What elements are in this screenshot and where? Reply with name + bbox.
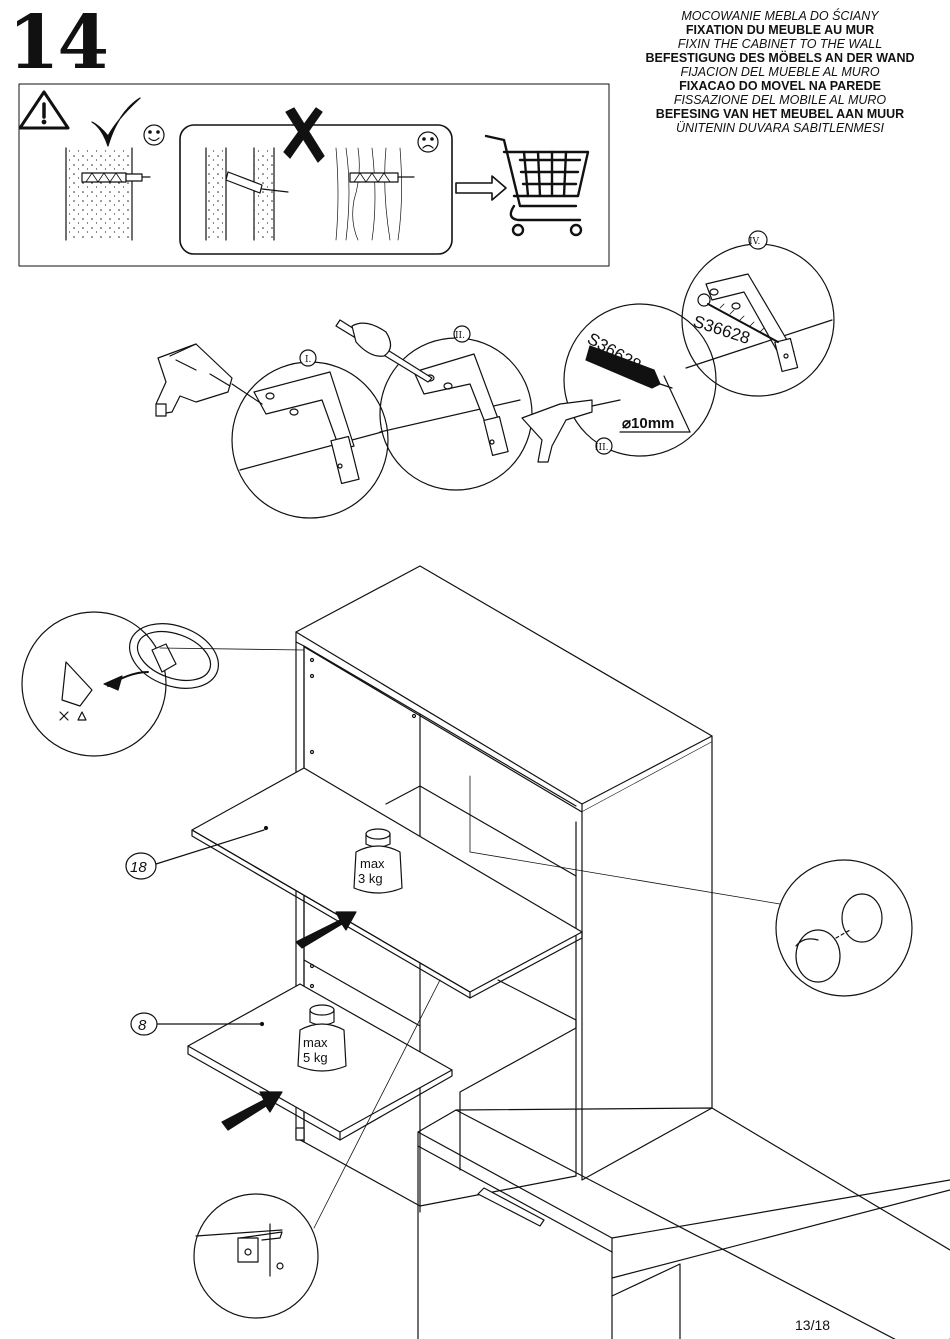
- smiley-icon: [143, 124, 165, 146]
- wall-type-panel: [18, 83, 610, 267]
- fixing-detail-II: II.: [379, 325, 533, 491]
- title-line: FIXIN THE CABINET TO THE WALL: [677, 37, 883, 51]
- solid-wall-ok: [65, 147, 151, 241]
- arrow-to-shop-icon: [455, 175, 507, 201]
- part-18-callout: 18: [125, 829, 265, 880]
- title-line: FIJACION DEL MUEBLE AL MURO: [680, 65, 880, 79]
- weight-5kg-icon: max 5 kg: [297, 1004, 347, 1072]
- part-8-callout: 8: [130, 1012, 263, 1036]
- part-18-number: 18: [130, 859, 147, 876]
- frown-icon: [417, 131, 439, 153]
- step-II-label: II.: [455, 331, 465, 341]
- bracket-detail: [193, 979, 441, 1319]
- wall-plug-icon: [585, 345, 673, 389]
- title-line: FIXATION DU MEUBLE AU MUR: [685, 23, 875, 37]
- title-line: MOCOWANIE MEBLA DO ŚCIANY: [681, 9, 879, 23]
- title-line: FIXACAO DO MOVEL NA PAREDE: [679, 79, 881, 93]
- title-line: BEFESING VAN HET MEUBEL AAN MUUR: [655, 107, 905, 121]
- wood-wall-bad: [335, 147, 415, 241]
- pencil-marking-icon: [335, 319, 433, 383]
- title-block: MOCOWANIE MEBLA DO ŚCIANY FIXATION DU ME…: [640, 9, 920, 135]
- step-IV-label: IV.: [749, 237, 760, 247]
- title-line: BEFESTIGUNG DES MÖBELS AN DER WAND: [645, 51, 915, 65]
- shelf-8-max-label: max: [303, 1035, 328, 1050]
- title-line: ÜNITENIN DUVARA SABITLENMESI: [676, 121, 884, 135]
- drill-icon: [155, 343, 263, 417]
- hollow-wall-bad: [205, 147, 289, 241]
- step-number: 14: [8, 0, 109, 86]
- checkmark-icon: [91, 97, 141, 147]
- drill-diameter-label: ⌀10mm: [622, 415, 674, 432]
- shelf-8-max-value: 5 kg: [303, 1050, 328, 1065]
- screw-icon: [697, 293, 779, 343]
- fixing-detail-I: I.: [231, 349, 389, 519]
- knob-detail: [469, 775, 913, 997]
- cabinet: [295, 565, 713, 1213]
- step-III-label: III.: [595, 443, 609, 453]
- weight-3kg-icon: max 3 kg: [353, 828, 403, 894]
- warning-triangle-icon: [18, 90, 70, 130]
- cross-icon: [283, 107, 325, 163]
- insert-arrow-icon: [221, 1091, 283, 1131]
- fixing-detail-IV: S36628 IV.: [681, 230, 835, 397]
- part-8-number: 8: [138, 1017, 147, 1034]
- title-line: FISSAZIONE DEL MOBILE AL MURO: [673, 93, 887, 107]
- page-number: 13/18: [795, 1317, 831, 1333]
- drawer-handle: [477, 1187, 545, 1227]
- shelf-18-max-value: 3 kg: [358, 871, 383, 886]
- insert-arrow-icon: [295, 911, 357, 949]
- drill-small-icon: [521, 399, 621, 463]
- step-I-label: I.: [305, 355, 312, 365]
- hinge-detail: [21, 611, 305, 757]
- low-cabinet: [417, 1107, 950, 1339]
- shopping-cart-icon: [484, 134, 590, 237]
- shelf-18-max-label: max: [360, 856, 385, 871]
